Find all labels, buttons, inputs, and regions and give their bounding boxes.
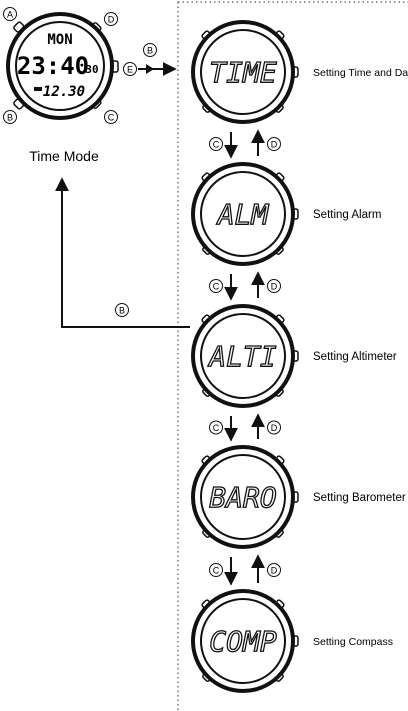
watch-lcd [200,598,286,684]
time-mode-caption: Time Mode [29,148,99,164]
setting-label: Setting Barometer [313,492,406,504]
watch-time: 23:40 [17,52,89,80]
setting-display-text: BARO [209,481,276,514]
button-c-badge [209,563,223,577]
button-d-badge [267,137,281,151]
setting-label: Setting Compass [313,636,393,648]
setting-label: Setting Time and Date [313,67,408,79]
button-c-badge-label: C [213,140,220,150]
watch-lcd [200,171,286,257]
setting-label: Setting Alarm [313,209,381,221]
button-c-badge-label: C [213,566,220,576]
button-e-label: E [127,65,133,75]
button-c-badge [209,279,223,293]
setting-watch-time: TIME Setting Time and Date [191,20,408,124]
return-button-label: B [119,306,125,316]
setting-display-text: TIME [209,56,277,89]
button-d-badge [267,420,281,435]
watch-lcd [200,313,286,399]
watch-day: MON [47,32,72,48]
button-d-badge [267,563,281,577]
button-d-badge-label: D [271,423,278,433]
watch-lcd [200,29,286,115]
button-callout-d: D [104,12,118,26]
setting-display-text: COMP [209,625,277,658]
settings-panel-border [177,1,408,711]
button-c-label: C [108,113,115,123]
setting-watch-alm: ALM Setting Alarm [191,162,381,266]
entry-button-label: B [147,46,153,56]
button-d-badge-label: D [271,566,278,576]
button-d-badge [267,279,281,293]
button-callout-e: E [123,62,137,76]
setting-display-text: ALTI [207,340,277,373]
watch-lcd [200,454,286,540]
time-mode-watch: MON 23:40 30 12.30 [6,12,119,120]
button-c-badge [209,420,223,435]
button-callout-c: C [104,110,118,124]
setting-label: Setting Altimeter [313,351,397,363]
watch-date: 12.30 [43,84,85,100]
button-d-badge-label: D [271,282,278,292]
return-path: B [55,177,190,328]
watch-seconds: 30 [85,63,98,76]
button-a-label: A [7,10,13,20]
button-d-badge-label: D [271,140,278,150]
button-c-badge [209,137,223,151]
button-callout-a: A [3,7,17,21]
button-b-label: B [7,113,13,123]
setting-watch-comp: COMP Setting Compass [191,589,393,693]
setting-watch-alti: ALTI Setting Altimeter [191,304,397,408]
entry-arrow: B [138,43,177,76]
button-d-label: D [108,15,115,25]
button-c-badge-label: C [213,282,220,292]
setting-display-text: ALM [216,198,270,231]
setting-watch-baro: BARO Setting Barometer [191,445,406,549]
button-callout-b: B [3,110,17,124]
button-c-badge-label: C [213,423,220,433]
